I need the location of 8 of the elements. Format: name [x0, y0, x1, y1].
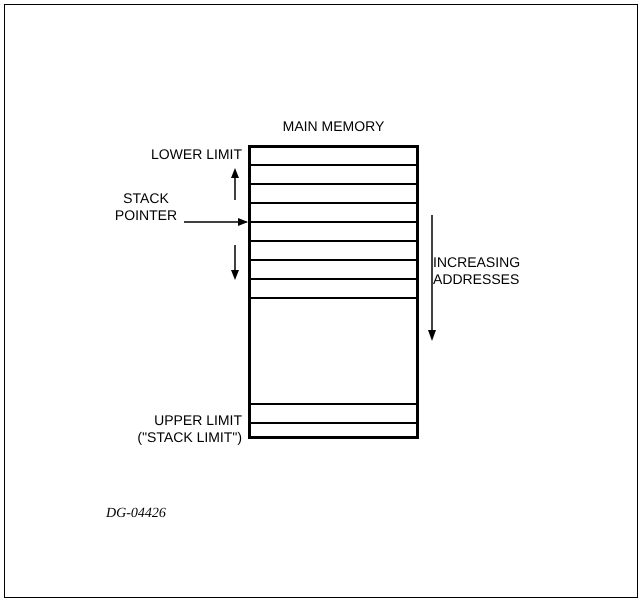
arrow [184, 218, 248, 226]
memory-heading: MAIN MEMORY [282, 118, 386, 136]
label: UPPER LIMIT [153, 412, 242, 429]
label: LOWER LIMIT [150, 146, 242, 163]
label: INCREASING ADDRESSES [433, 254, 522, 288]
stack-pointer-label: STACK POINTER [114, 190, 178, 224]
label: ("STACK LIMIT") [136, 429, 242, 446]
figure-number: DG-04426 [106, 505, 167, 522]
